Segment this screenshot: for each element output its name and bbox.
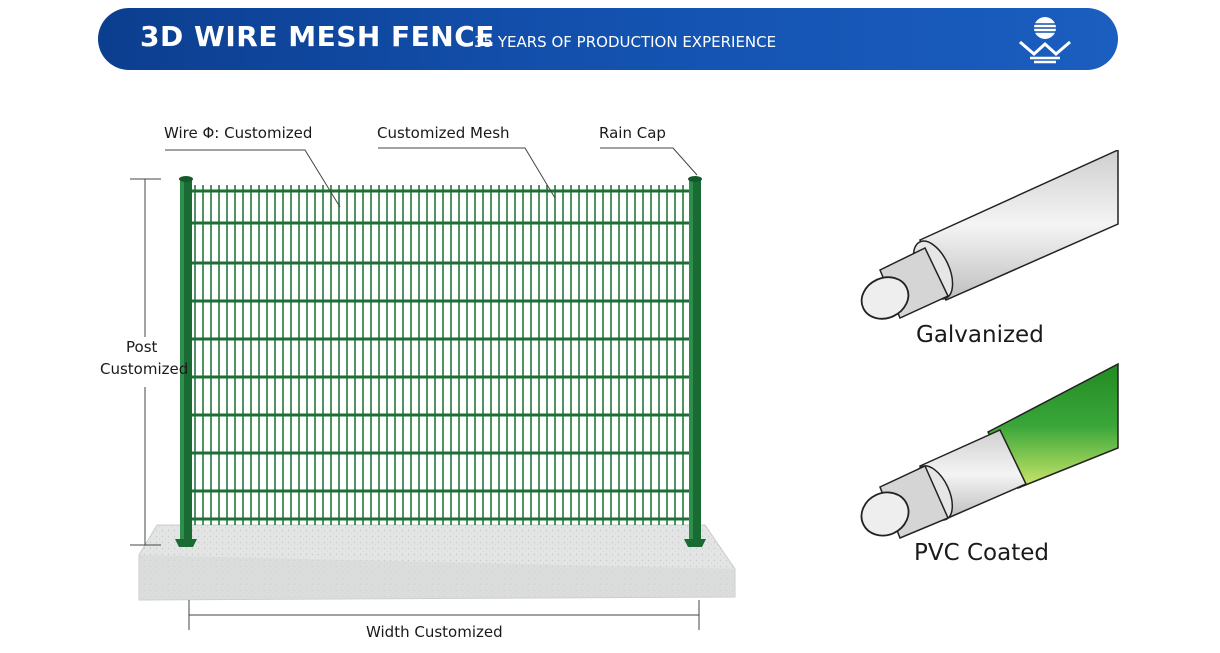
post-label-line1: Post [126,338,158,356]
mesh-horizontals [192,189,689,521]
banner-title: 3D WIRE MESH FENCE [140,20,495,53]
banner-subtitle: 35 YEARS OF PRODUCTION EXPERIENCE [474,33,777,51]
post-label-line2: Customized [100,360,189,378]
mesh-verticals [194,185,684,525]
company-logo-icon [1019,17,1071,64]
mesh-label: Customized Mesh [377,124,510,142]
wire-label: Wire Φ: Customized [164,124,313,142]
width-label: Width Customized [366,623,503,641]
rain-cap-label: Rain Cap [599,124,666,142]
pvc-coated-pipe-icon [860,362,1119,539]
rain-cap [688,176,702,182]
pvc-coated-label: PVC Coated [914,540,1049,566]
galvanized-pipe-icon [860,150,1119,320]
galvanized-label: Galvanized [916,322,1044,348]
header-banner: 3D WIRE MESH FENCE 35 YEARS OF PRODUCTIO… [98,8,1118,70]
fence-illustration [130,147,736,630]
